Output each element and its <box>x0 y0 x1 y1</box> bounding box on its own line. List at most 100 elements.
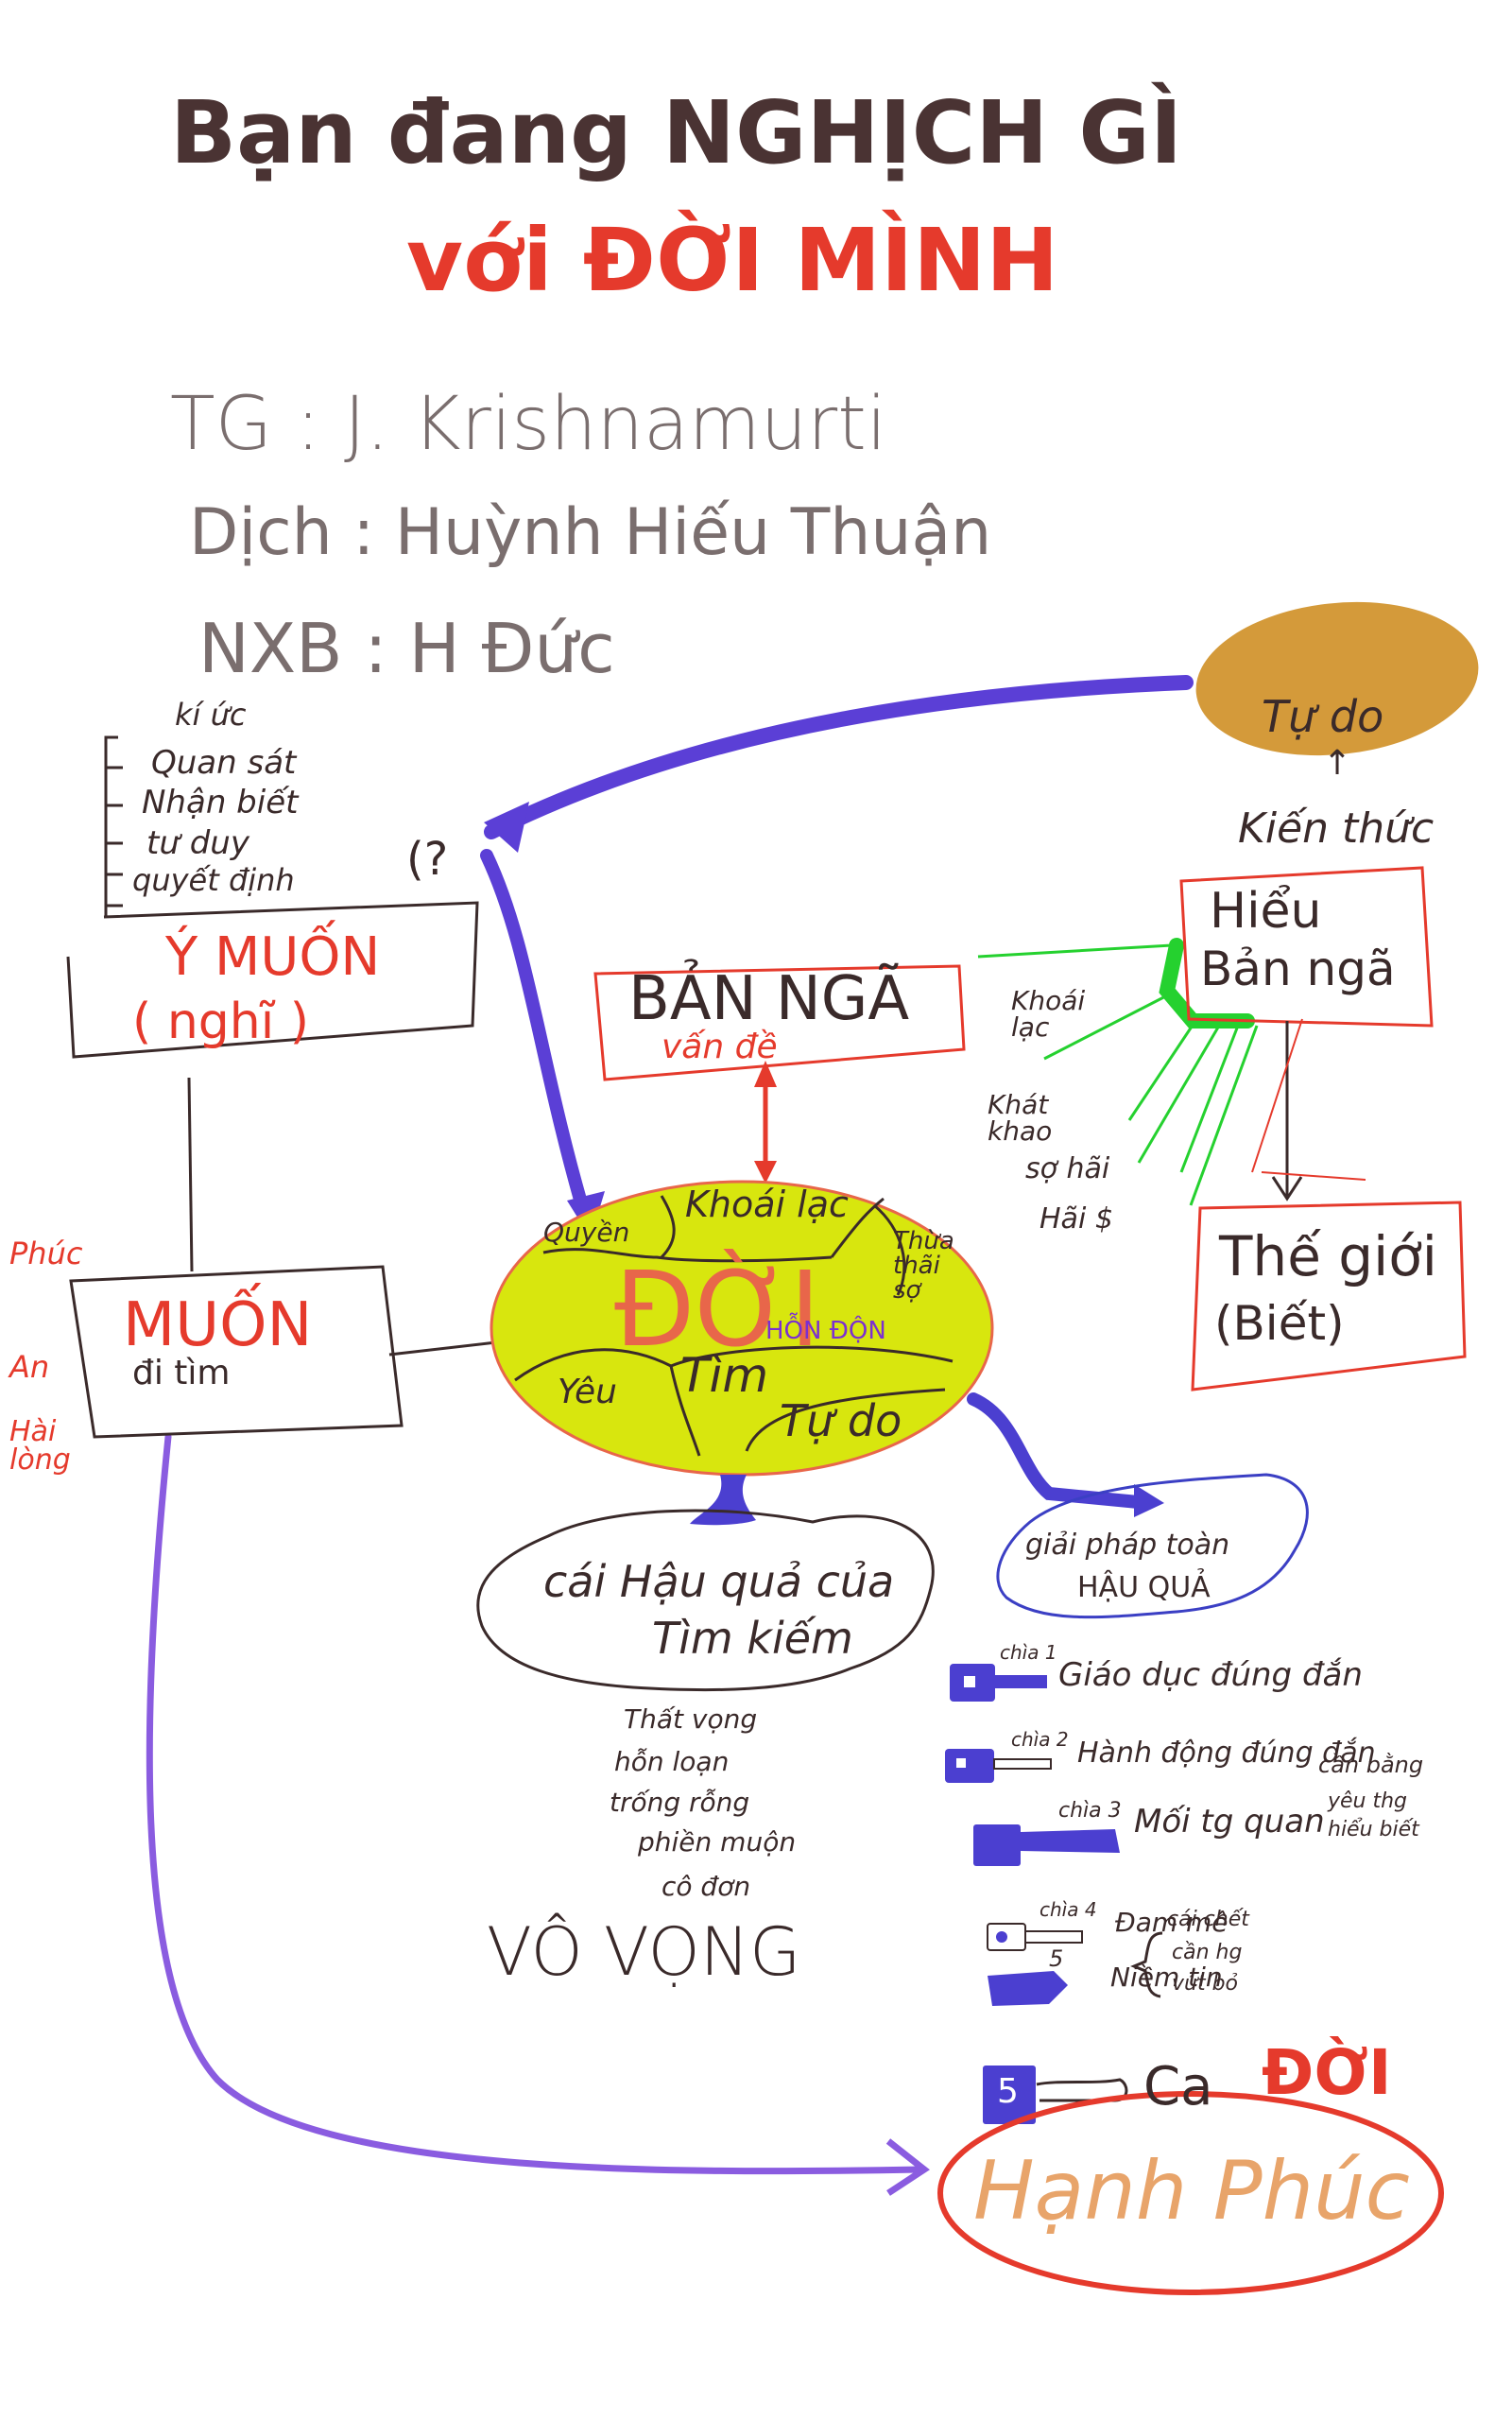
key-45-note: cần hg <box>1172 1941 1243 1964</box>
y-muon-sub: ( nghĩ ) <box>132 994 310 1050</box>
key-45-note: cái chết <box>1167 1908 1249 1931</box>
key-2-num: chìa 2 <box>1011 1728 1069 1751</box>
tu-do-blob <box>1195 601 1479 756</box>
key-3-text: Mối tg quan <box>1134 1803 1325 1841</box>
ban-nga-sub-label: Bản ngã <box>1200 942 1396 996</box>
final-key-num: 5 <box>997 2072 1019 2111</box>
purple-arrowhead-long <box>885 2138 930 2196</box>
solution-line-2: HẬU QUẢ <box>1077 1571 1211 1604</box>
left-note-an: An <box>9 1349 50 1385</box>
muon-sub: đi tìm <box>132 1354 231 1392</box>
left-list-item: tư duy <box>146 824 249 862</box>
consequences-cloud <box>476 1509 935 1692</box>
doi-center-label: ĐỜI <box>614 1249 821 1370</box>
final-ca-label: Ca <box>1143 2056 1213 2118</box>
doi-segment-tu-do: Tự do <box>780 1395 902 1446</box>
key-5-text: Niềm tin <box>1110 1962 1223 1993</box>
key-45-note: vứt bỏ <box>1172 1972 1239 1996</box>
tu-do-top-arrow: ↑ <box>1323 744 1352 783</box>
left-note-phuc: Phúc <box>9 1236 83 1271</box>
purple-arrow-top <box>484 675 1194 839</box>
key-4-icon <box>987 1923 1083 1951</box>
green-label-so-hai: sợ hãi <box>1025 1152 1110 1185</box>
key-2-icon <box>945 1749 1052 1783</box>
doi-bottom-blob <box>690 1475 756 1526</box>
title-line-2: với ĐỜI MÌNH <box>406 210 1059 311</box>
green-label-khat-khao: Khát khao <box>988 1089 1053 1147</box>
the-gioi-sub: (Biết) <box>1214 1296 1345 1351</box>
y-muon-box <box>66 901 479 1059</box>
consequence-item: cô đơn <box>662 1871 751 1902</box>
purple-arrowhead-top <box>484 802 529 853</box>
doi-segment-yeu: Yêu <box>558 1373 617 1411</box>
the-gioi-label: Thế giới <box>1219 1224 1437 1288</box>
key-5-num: 5 <box>1049 1945 1064 1972</box>
ban-nga-sub: vấn đề <box>662 1028 778 1066</box>
muon-title: MUỐN <box>123 1290 313 1360</box>
green-label-hai: Hãi $ <box>1040 1202 1113 1236</box>
doi-segment-quyen: Quyền <box>543 1217 630 1248</box>
green-lines <box>977 943 1259 1206</box>
ban-nga-arrowhead-down <box>754 1161 777 1184</box>
doi-segment-tim: Tìm <box>680 1348 769 1403</box>
key-4-text: Đam mê <box>1115 1907 1228 1938</box>
hieu-side-line-1 <box>1251 1018 1303 1173</box>
hieu-to-the-gioi-arrowhead <box>1271 1176 1303 1201</box>
credit-publisher: NXB : H Đức <box>198 609 615 688</box>
key-1-text: Giáo dục đúng đắn <box>1058 1656 1363 1694</box>
the-gioi-box <box>1191 1201 1467 1392</box>
left-list-ticks <box>106 766 123 908</box>
key3-notes-brace <box>1130 1931 1163 1998</box>
left-list-item: Quan sát <box>151 744 297 782</box>
consequence-item: trống rỗng <box>610 1787 750 1818</box>
consequences-title-2: Tìm kiếm <box>652 1613 853 1664</box>
vo-vong-label: VÔ VỌNG <box>487 1913 801 1991</box>
question-mark: (? <box>406 833 449 886</box>
muon-box <box>69 1265 404 1439</box>
doi-dividers <box>514 1195 954 1457</box>
doi-sub-label: HỖN ĐỘN <box>765 1317 886 1345</box>
consequence-item: Thất vọng <box>624 1703 758 1735</box>
consequence-item: hỗn loạn <box>614 1746 730 1777</box>
ban-nga-box <box>593 964 966 1081</box>
left-note-hai-long: Hài lòng <box>9 1415 71 1477</box>
consequences-title-1: cái Hậu quả của <box>543 1556 895 1607</box>
title-line-1: Bạn đang NGHỊCH GÌ <box>170 82 1183 183</box>
left-list-item: Nhận biết <box>142 784 299 821</box>
doi-segment-khoai-lac: Khoái lạc <box>685 1184 849 1225</box>
purple-arrow-down <box>480 849 593 1226</box>
solution-cloud <box>996 1473 1309 1619</box>
y-muon-title: Ý MUỐN <box>165 926 381 988</box>
tu-do-top-label: Tự do <box>1262 691 1384 742</box>
key-5-icon <box>988 1971 1068 2006</box>
ban-nga-title: BẢN NGÃ <box>628 964 910 1034</box>
key-3-note: yêu thg <box>1328 1789 1408 1813</box>
key-1-icon <box>950 1664 1047 1702</box>
key-4-num: chìa 4 <box>1040 1898 1097 1921</box>
hieu-label: Hiểu <box>1210 883 1322 940</box>
consequence-item: phiền muộn <box>638 1826 797 1858</box>
purple-arrow-long <box>146 1433 925 2175</box>
left-list-item: quyết định <box>132 862 295 898</box>
left-list-item: kí ức <box>175 697 247 733</box>
credit-author: TG : J. Krishnamurti <box>170 382 887 467</box>
hanh-phuc-label: Hạnh Phúc <box>973 2144 1410 2238</box>
key-2-text: Hành động đúng đắn <box>1077 1737 1376 1770</box>
muon-to-doi-line <box>388 1340 497 1357</box>
doi-to-solution-arrowhead <box>1134 1484 1164 1517</box>
kien-thuc-label: Kiến thức <box>1238 804 1435 853</box>
key-3-icon <box>973 1824 1120 1866</box>
doi-segment-thua-thai-so: Thừa thãi sợ <box>893 1227 954 1305</box>
solution-line-1: giải pháp toàn <box>1025 1529 1230 1562</box>
key-3-note: cần bằng <box>1318 1752 1424 1778</box>
hieu-ban-nga-box <box>1179 866 1434 1028</box>
credit-translator: Dịch : Huỳnh Hiếu Thuận <box>189 495 992 570</box>
doi-to-solution-arrow <box>967 1392 1155 1510</box>
left-list-bracket <box>104 735 118 917</box>
key-3-note: hiểu biết <box>1328 1818 1419 1841</box>
key-3-num: chìa 3 <box>1058 1799 1122 1823</box>
key-1-num: chìa 1 <box>1000 1641 1057 1664</box>
ban-nga-arrowhead-up <box>754 1061 777 1087</box>
hieu-side-line-2 <box>1261 1171 1366 1181</box>
